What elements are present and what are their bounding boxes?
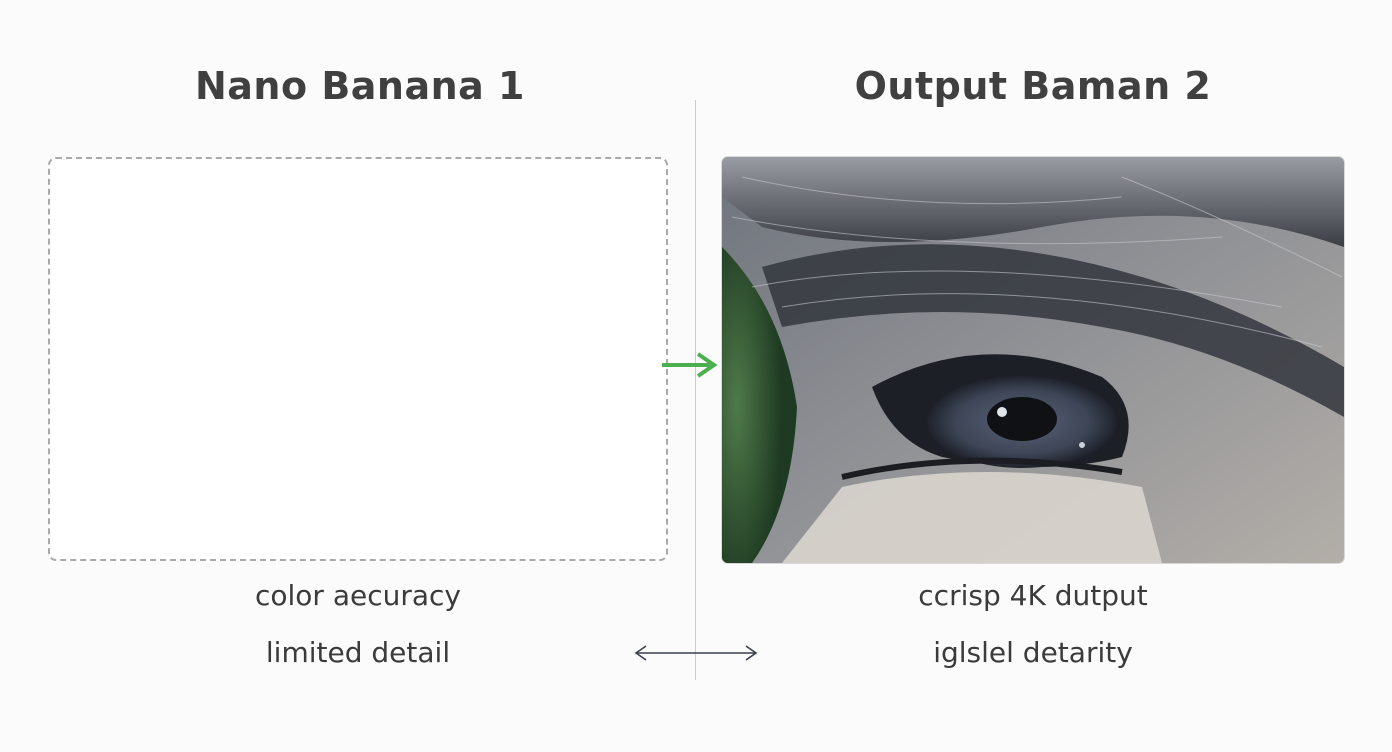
arrow-right-icon — [662, 352, 718, 378]
center-divider — [695, 100, 696, 680]
eye-photo — [722, 157, 1344, 563]
right-panel-title: Output Baman 2 — [854, 64, 1212, 108]
double-arrow-icon — [634, 645, 758, 661]
left-caption-1: color aecuracy — [254, 579, 461, 612]
left-caption-2: limited detail — [265, 636, 451, 669]
right-caption-2: iglslel detarity — [933, 636, 1133, 669]
right-caption-1: ccrisp 4K dutput — [918, 579, 1148, 612]
right-output-image — [722, 157, 1344, 563]
left-image-placeholder — [48, 157, 668, 561]
left-panel-title: Nano Banana 1 — [194, 64, 525, 108]
